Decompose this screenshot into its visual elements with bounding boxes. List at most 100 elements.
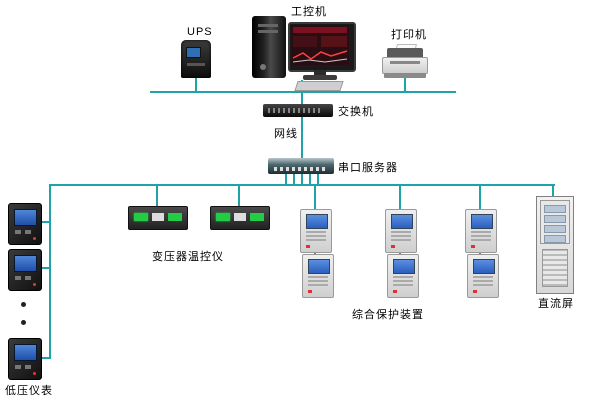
meter-button (25, 365, 31, 369)
lv-meter (8, 203, 42, 245)
dc-drop-line (552, 186, 554, 198)
dc-panel-label: 直流屏 (538, 298, 574, 310)
switch-to-serial-line (301, 117, 303, 158)
printer-label: 打印机 (391, 29, 427, 41)
serial-server-ports (274, 167, 328, 171)
protection-led (391, 245, 395, 248)
temp-display (216, 213, 230, 221)
switch-device (263, 104, 333, 117)
printer-output-slot (390, 61, 420, 64)
dc-module (544, 235, 566, 243)
temp-display (152, 213, 164, 221)
printer-body (382, 57, 428, 74)
meter-led (33, 237, 36, 240)
dc-module (544, 225, 566, 233)
protection-device (465, 209, 497, 253)
printer-device (382, 44, 428, 79)
lv-meter-label: 低压仪表 (5, 385, 53, 397)
pc-monitor (288, 22, 356, 72)
monitor-stand-neck (314, 70, 326, 75)
protection-led (308, 290, 312, 293)
temp-display (134, 213, 148, 221)
protection-keys (471, 231, 491, 241)
mid-bus-line (49, 184, 555, 186)
protection-device (467, 254, 499, 298)
serial-server-label: 串口服务器 (338, 162, 398, 174)
protection-device (385, 209, 417, 253)
meter-screen (14, 209, 37, 226)
monitor-screen-graphic (291, 25, 349, 65)
industrial-pc-label: 工控机 (291, 6, 327, 18)
ellipsis-dot (21, 320, 26, 325)
serial-fan-line (317, 174, 319, 185)
pc-power-button-graphic (260, 64, 266, 70)
lv-meter (8, 249, 42, 291)
protection-device (300, 209, 332, 253)
protection-led (393, 290, 397, 293)
dc-panel-device (536, 196, 574, 294)
meter-screen (14, 344, 37, 361)
protection-keys (473, 276, 493, 286)
switch-label: 交换机 (338, 106, 374, 118)
meter2-stub-line (41, 267, 49, 269)
dc-panel-door (540, 200, 570, 244)
bus-to-switch-line (301, 93, 303, 105)
lv-meter (8, 338, 42, 380)
meter-button (25, 230, 31, 234)
dc-module (544, 205, 566, 213)
pc-drive-slot (258, 30, 278, 33)
scada-screen-graphic (291, 25, 349, 65)
printer-lid (387, 48, 423, 57)
ellipsis-dot (21, 302, 26, 307)
meter-button (15, 365, 21, 369)
temp-controller-2 (210, 206, 270, 230)
switch-ports (268, 108, 320, 113)
meter-button (15, 276, 21, 280)
temp-display (234, 213, 246, 221)
protection-screen (308, 259, 330, 274)
serial-fan-line (285, 174, 287, 185)
protection-led (473, 290, 477, 293)
protection-keys (391, 231, 411, 241)
temp2-drop-line (238, 186, 240, 206)
keyboard (294, 81, 344, 91)
protection-screen (391, 214, 413, 229)
protection-led (306, 245, 310, 248)
protection-keys (393, 276, 413, 286)
printer-base (384, 73, 426, 78)
temp1-drop-line (156, 186, 158, 206)
meter-screen (14, 255, 37, 272)
temp-display (250, 213, 264, 221)
temp-controller-label: 变压器温控仪 (152, 251, 224, 263)
serial-fan-line (301, 174, 303, 185)
protection-screen (473, 259, 495, 274)
network-cable-label: 网线 (274, 128, 298, 140)
pc-tower (252, 16, 286, 78)
meter1-stub-line (41, 221, 49, 223)
ups-vent (187, 63, 205, 66)
meter-led (33, 372, 36, 375)
protection-keys (308, 276, 328, 286)
ups-drop-line (195, 78, 197, 91)
meter-button (15, 230, 21, 234)
dc-module (544, 215, 566, 223)
protection-screen (306, 214, 328, 229)
protection-screen (471, 214, 493, 229)
protection-keys (306, 231, 326, 241)
protection-screen (393, 259, 415, 274)
serial-server-device (268, 158, 334, 174)
dc-panel-grill (542, 249, 568, 287)
protection-device (302, 254, 334, 298)
ups-screen (186, 47, 201, 58)
meter-chain-line (49, 186, 51, 359)
ups-label: UPS (187, 26, 213, 38)
printer-drop-line (404, 78, 406, 91)
temp-controller-1 (128, 206, 188, 230)
meter-button (25, 276, 31, 280)
protection-device (387, 254, 419, 298)
temp-display (168, 213, 182, 221)
protection-led (471, 245, 475, 248)
serial-fan-line (293, 174, 295, 185)
monitor-stand-base (303, 75, 337, 80)
